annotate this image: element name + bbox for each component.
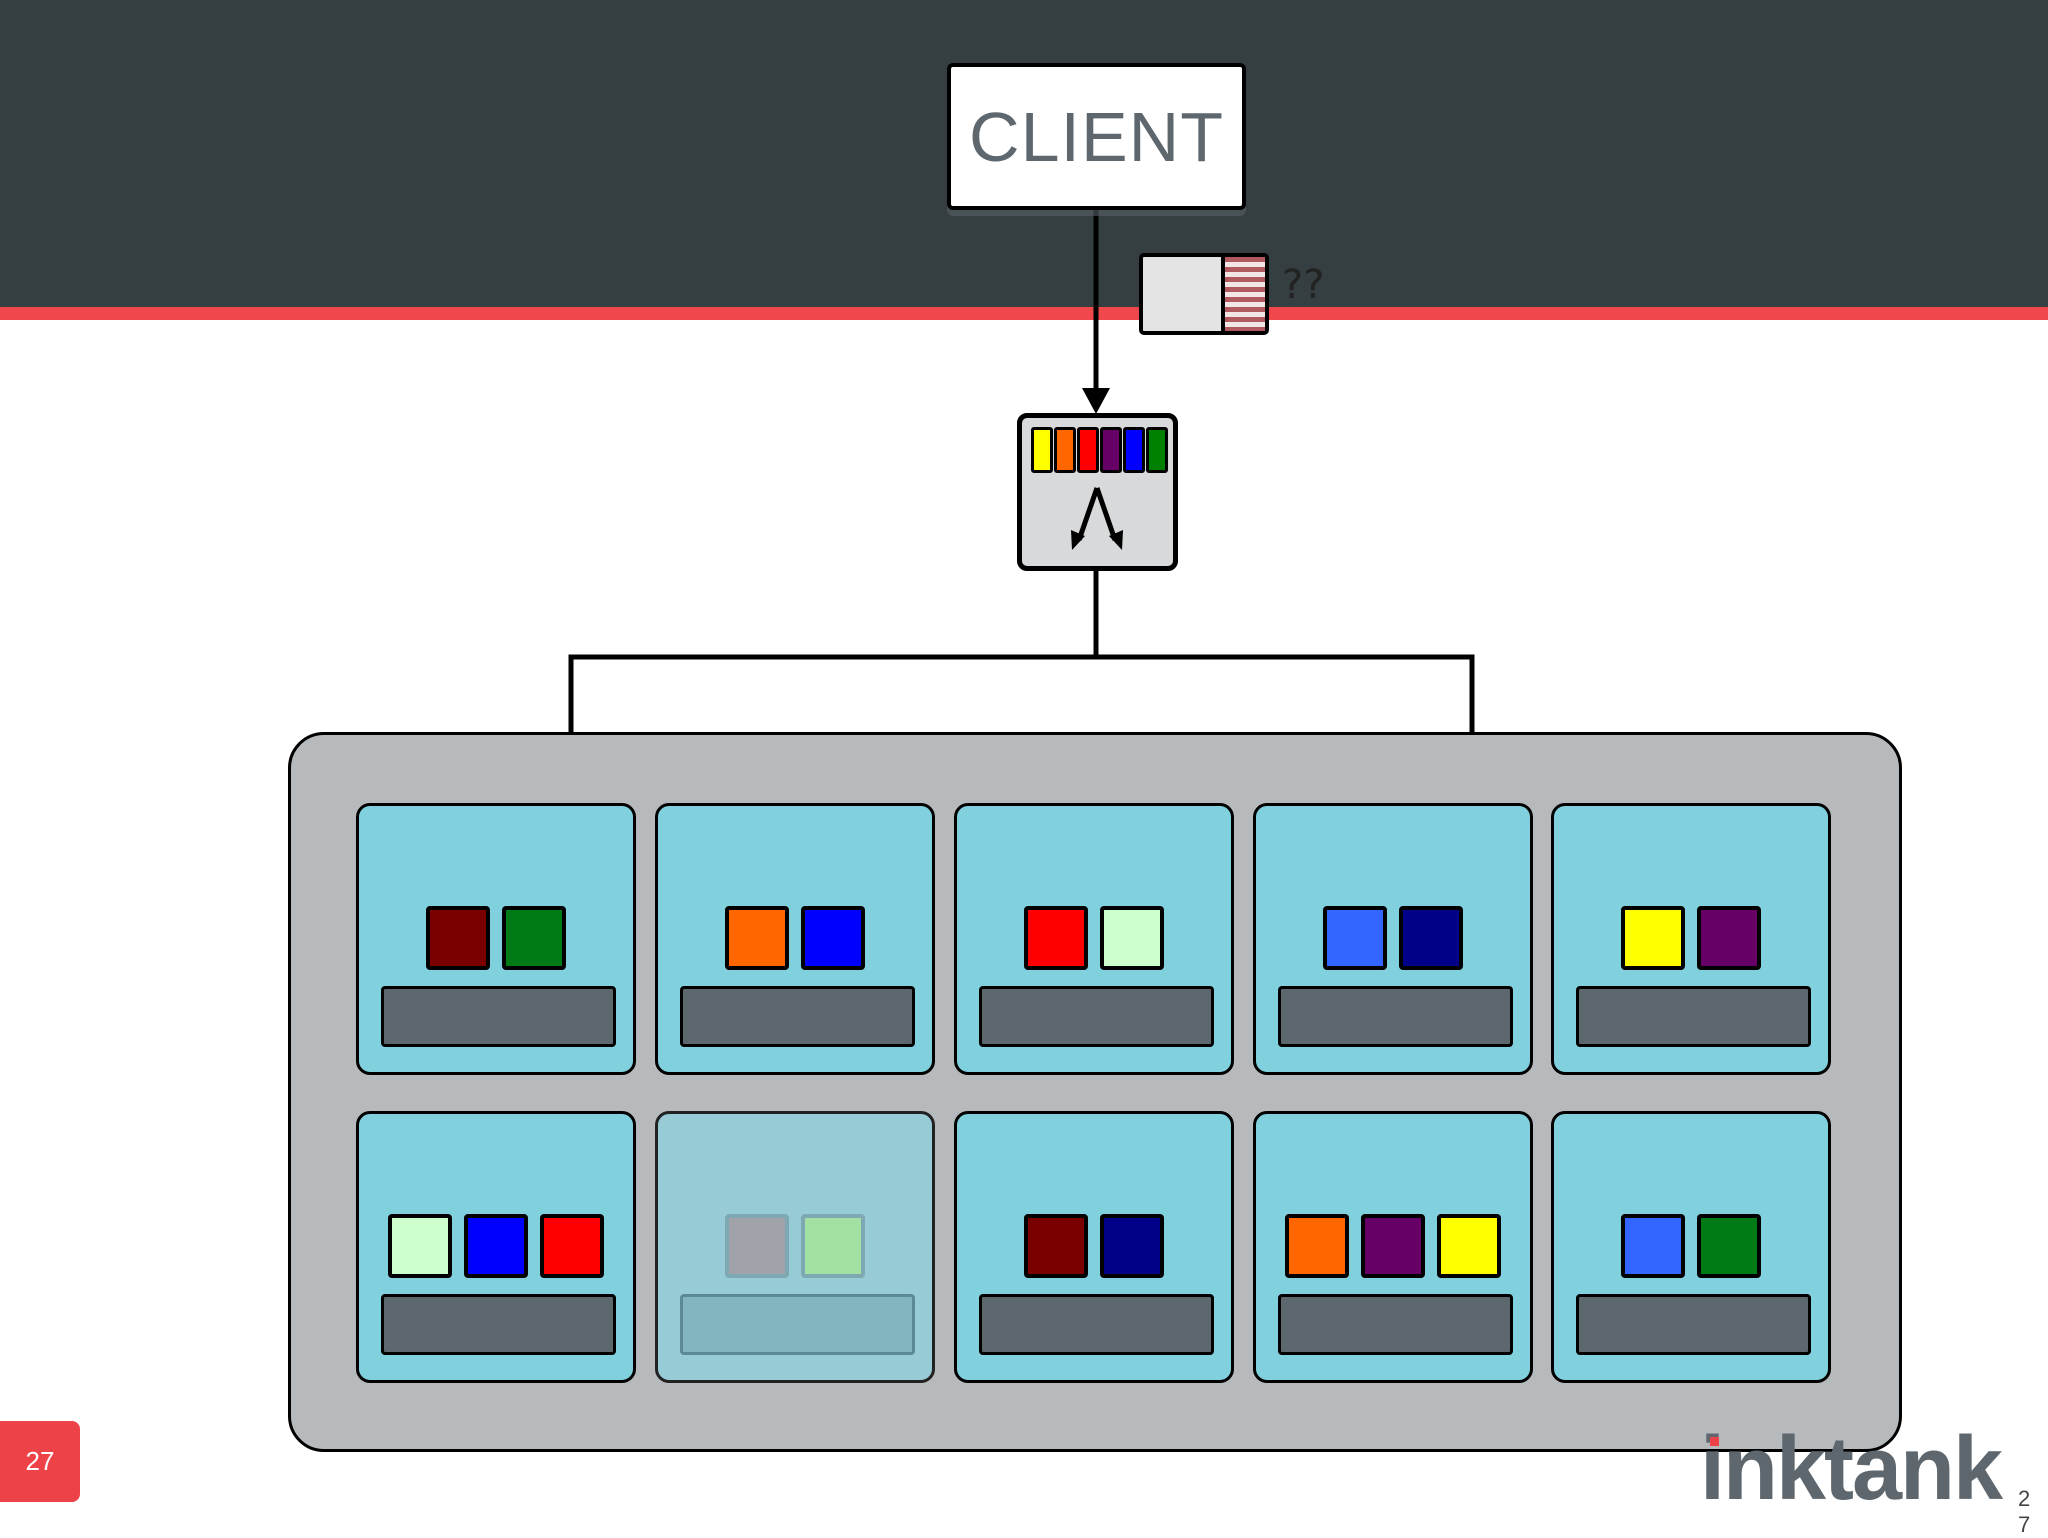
object-group [1554,1214,1828,1278]
osd-cluster [288,732,1902,1452]
disk-bar [1278,986,1513,1047]
stored-object [1323,906,1387,970]
disk-bar [979,1294,1214,1355]
stored-object [725,1214,789,1278]
placement-group-strip [1031,427,1169,473]
stored-object [540,1214,604,1278]
placement-group-chip [1031,427,1053,473]
object-group [359,906,633,970]
placement-group-chip [1054,427,1076,473]
stored-object [426,906,490,970]
stored-object [1285,1214,1349,1278]
osd-node[interactable] [1253,1111,1533,1383]
stored-object [388,1214,452,1278]
disk-bar [979,986,1214,1047]
stored-object [1024,1214,1088,1278]
object-group [1554,906,1828,970]
placement-group-chip [1077,427,1099,473]
object-group [957,1214,1231,1278]
osd-node[interactable] [356,803,636,1075]
osd-node[interactable] [356,1111,636,1383]
placement-group-chip [1146,427,1168,473]
object-group [1256,906,1530,970]
disk-bar [381,986,616,1047]
disk-bar [680,1294,915,1355]
slide-number-badge: 27 [0,1421,80,1502]
stored-object [464,1214,528,1278]
disk-bar [1576,986,1811,1047]
object-group [658,1214,932,1278]
inktank-logo: inktank [1700,1419,2003,1519]
arrowhead-to-crush [1082,388,1110,414]
object-group [359,1214,633,1278]
stored-object [801,1214,865,1278]
crush-placement-box[interactable] [1017,413,1178,571]
corner-page-number: 27 [2018,1486,2031,1537]
placement-group-chip [1100,427,1122,473]
osd-node[interactable] [655,803,935,1075]
osd-node-failed[interactable] [655,1111,935,1383]
placement-group-chip [1123,427,1145,473]
unknown-location-label: ?? [1282,262,1325,308]
stored-object [725,906,789,970]
disk-bar [381,1294,616,1355]
object-group [1256,1214,1530,1278]
object-group [658,906,932,970]
stored-object [1100,906,1164,970]
object-icon [1139,253,1269,335]
client-box[interactable]: CLIENT [947,63,1246,210]
osd-node[interactable] [954,803,1234,1075]
object-metadata-icon [1221,257,1265,331]
stored-object [1621,906,1685,970]
stored-object [1399,906,1463,970]
osd-node[interactable] [1551,803,1831,1075]
stored-object [1697,906,1761,970]
osd-node[interactable] [1551,1111,1831,1383]
stored-object [1437,1214,1501,1278]
stored-object [1697,1214,1761,1278]
object-group [957,906,1231,970]
disk-bar [1576,1294,1811,1355]
stored-object [502,906,566,970]
stored-object [1361,1214,1425,1278]
stored-object [1621,1214,1685,1278]
disk-bar [680,986,915,1047]
stored-object [1024,906,1088,970]
osd-node[interactable] [1253,803,1533,1075]
header-accent-stripe [0,307,2048,320]
logo-accent-dot [1710,1437,1719,1446]
stored-object [1100,1214,1164,1278]
disk-bar [1278,1294,1513,1355]
osd-node[interactable] [954,1111,1234,1383]
split-arrows-icon [1071,487,1123,550]
stored-object [801,906,865,970]
